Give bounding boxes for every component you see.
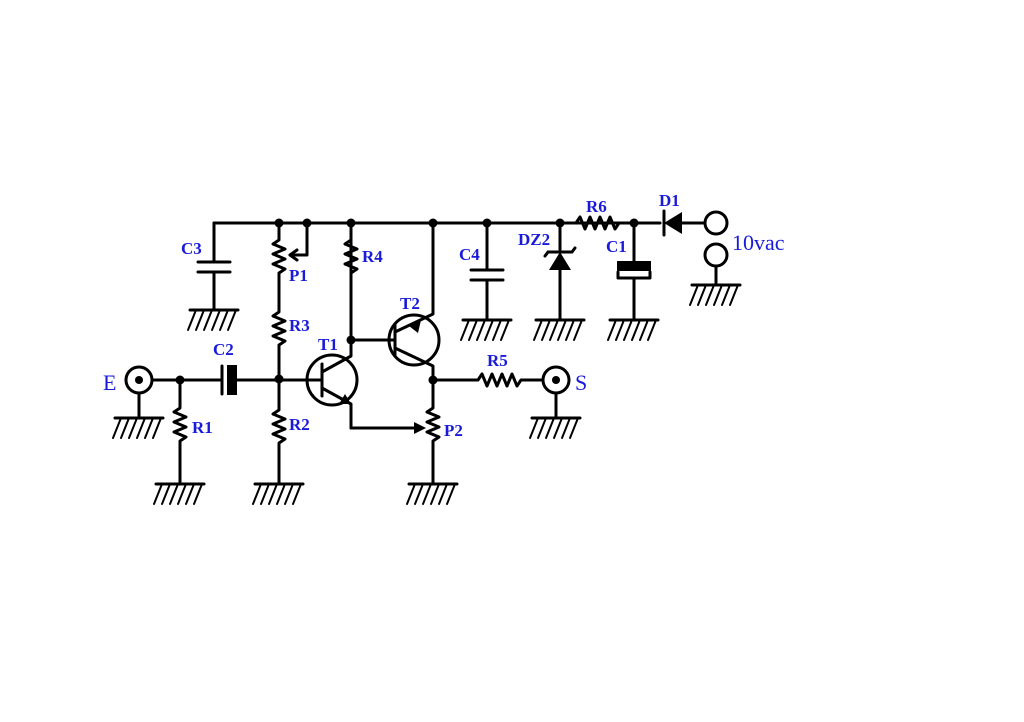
resistor-r5 [431, 372, 545, 388]
resistor-r2 [252, 377, 305, 505]
ground-symbol [533, 318, 586, 341]
ground-symbol [153, 482, 206, 505]
supply-terminals [689, 210, 742, 306]
label-c1: C1 [606, 237, 627, 256]
ground-symbol [460, 318, 513, 341]
label-e: E [103, 370, 116, 395]
resistor-r4 [343, 221, 359, 342]
label-supply: 10vac [732, 230, 785, 255]
ground-symbol [252, 482, 305, 505]
capacitor-c2 [220, 364, 307, 396]
label-r1: R1 [192, 418, 213, 437]
zener-diode-dz2 [533, 221, 586, 341]
transistor-t2 [387, 221, 441, 382]
capacitor-c1 [607, 221, 660, 341]
resistor-r6 [574, 215, 621, 231]
label-c2: C2 [213, 340, 234, 359]
label-r2: R2 [289, 415, 310, 434]
label-t2: T2 [400, 294, 420, 313]
label-p1: P1 [289, 266, 308, 285]
input-connector-e [112, 365, 165, 439]
potentiometer-p2 [349, 378, 459, 505]
label-d1: D1 [659, 191, 680, 210]
ground-symbol [406, 482, 459, 505]
capacitor-c3 [187, 221, 240, 331]
ground-symbol [187, 308, 240, 331]
label-p2: P2 [444, 421, 463, 440]
capacitor-c4 [460, 221, 513, 341]
ground-symbol [607, 318, 660, 341]
label-r6: R6 [586, 197, 607, 216]
label-r3: R3 [289, 316, 310, 335]
label-c3: C3 [181, 239, 202, 258]
output-connector-s [529, 365, 582, 439]
ground-symbol [529, 416, 582, 439]
ground-symbol [112, 416, 165, 439]
label-c4: C4 [459, 245, 480, 264]
label-dz2: DZ2 [518, 230, 550, 249]
ground-symbol [689, 283, 742, 306]
diode-d1 [662, 209, 705, 237]
potentiometer-p1 [271, 221, 309, 307]
resistor-r1 [153, 378, 206, 505]
label-s: S [575, 370, 587, 395]
label-t1: T1 [318, 335, 338, 354]
resistor-r3 [271, 303, 287, 381]
label-r5: R5 [487, 351, 508, 370]
label-r4: R4 [362, 247, 383, 266]
